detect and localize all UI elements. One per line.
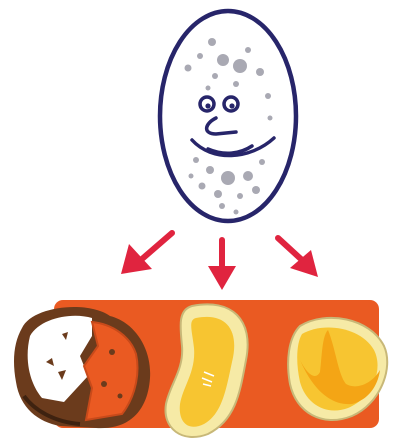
arrow-down-left-icon xyxy=(121,233,172,274)
microbe-face-icon xyxy=(160,11,296,221)
arrow-down-icon xyxy=(208,240,236,290)
arrow-down-right-icon xyxy=(278,238,318,277)
